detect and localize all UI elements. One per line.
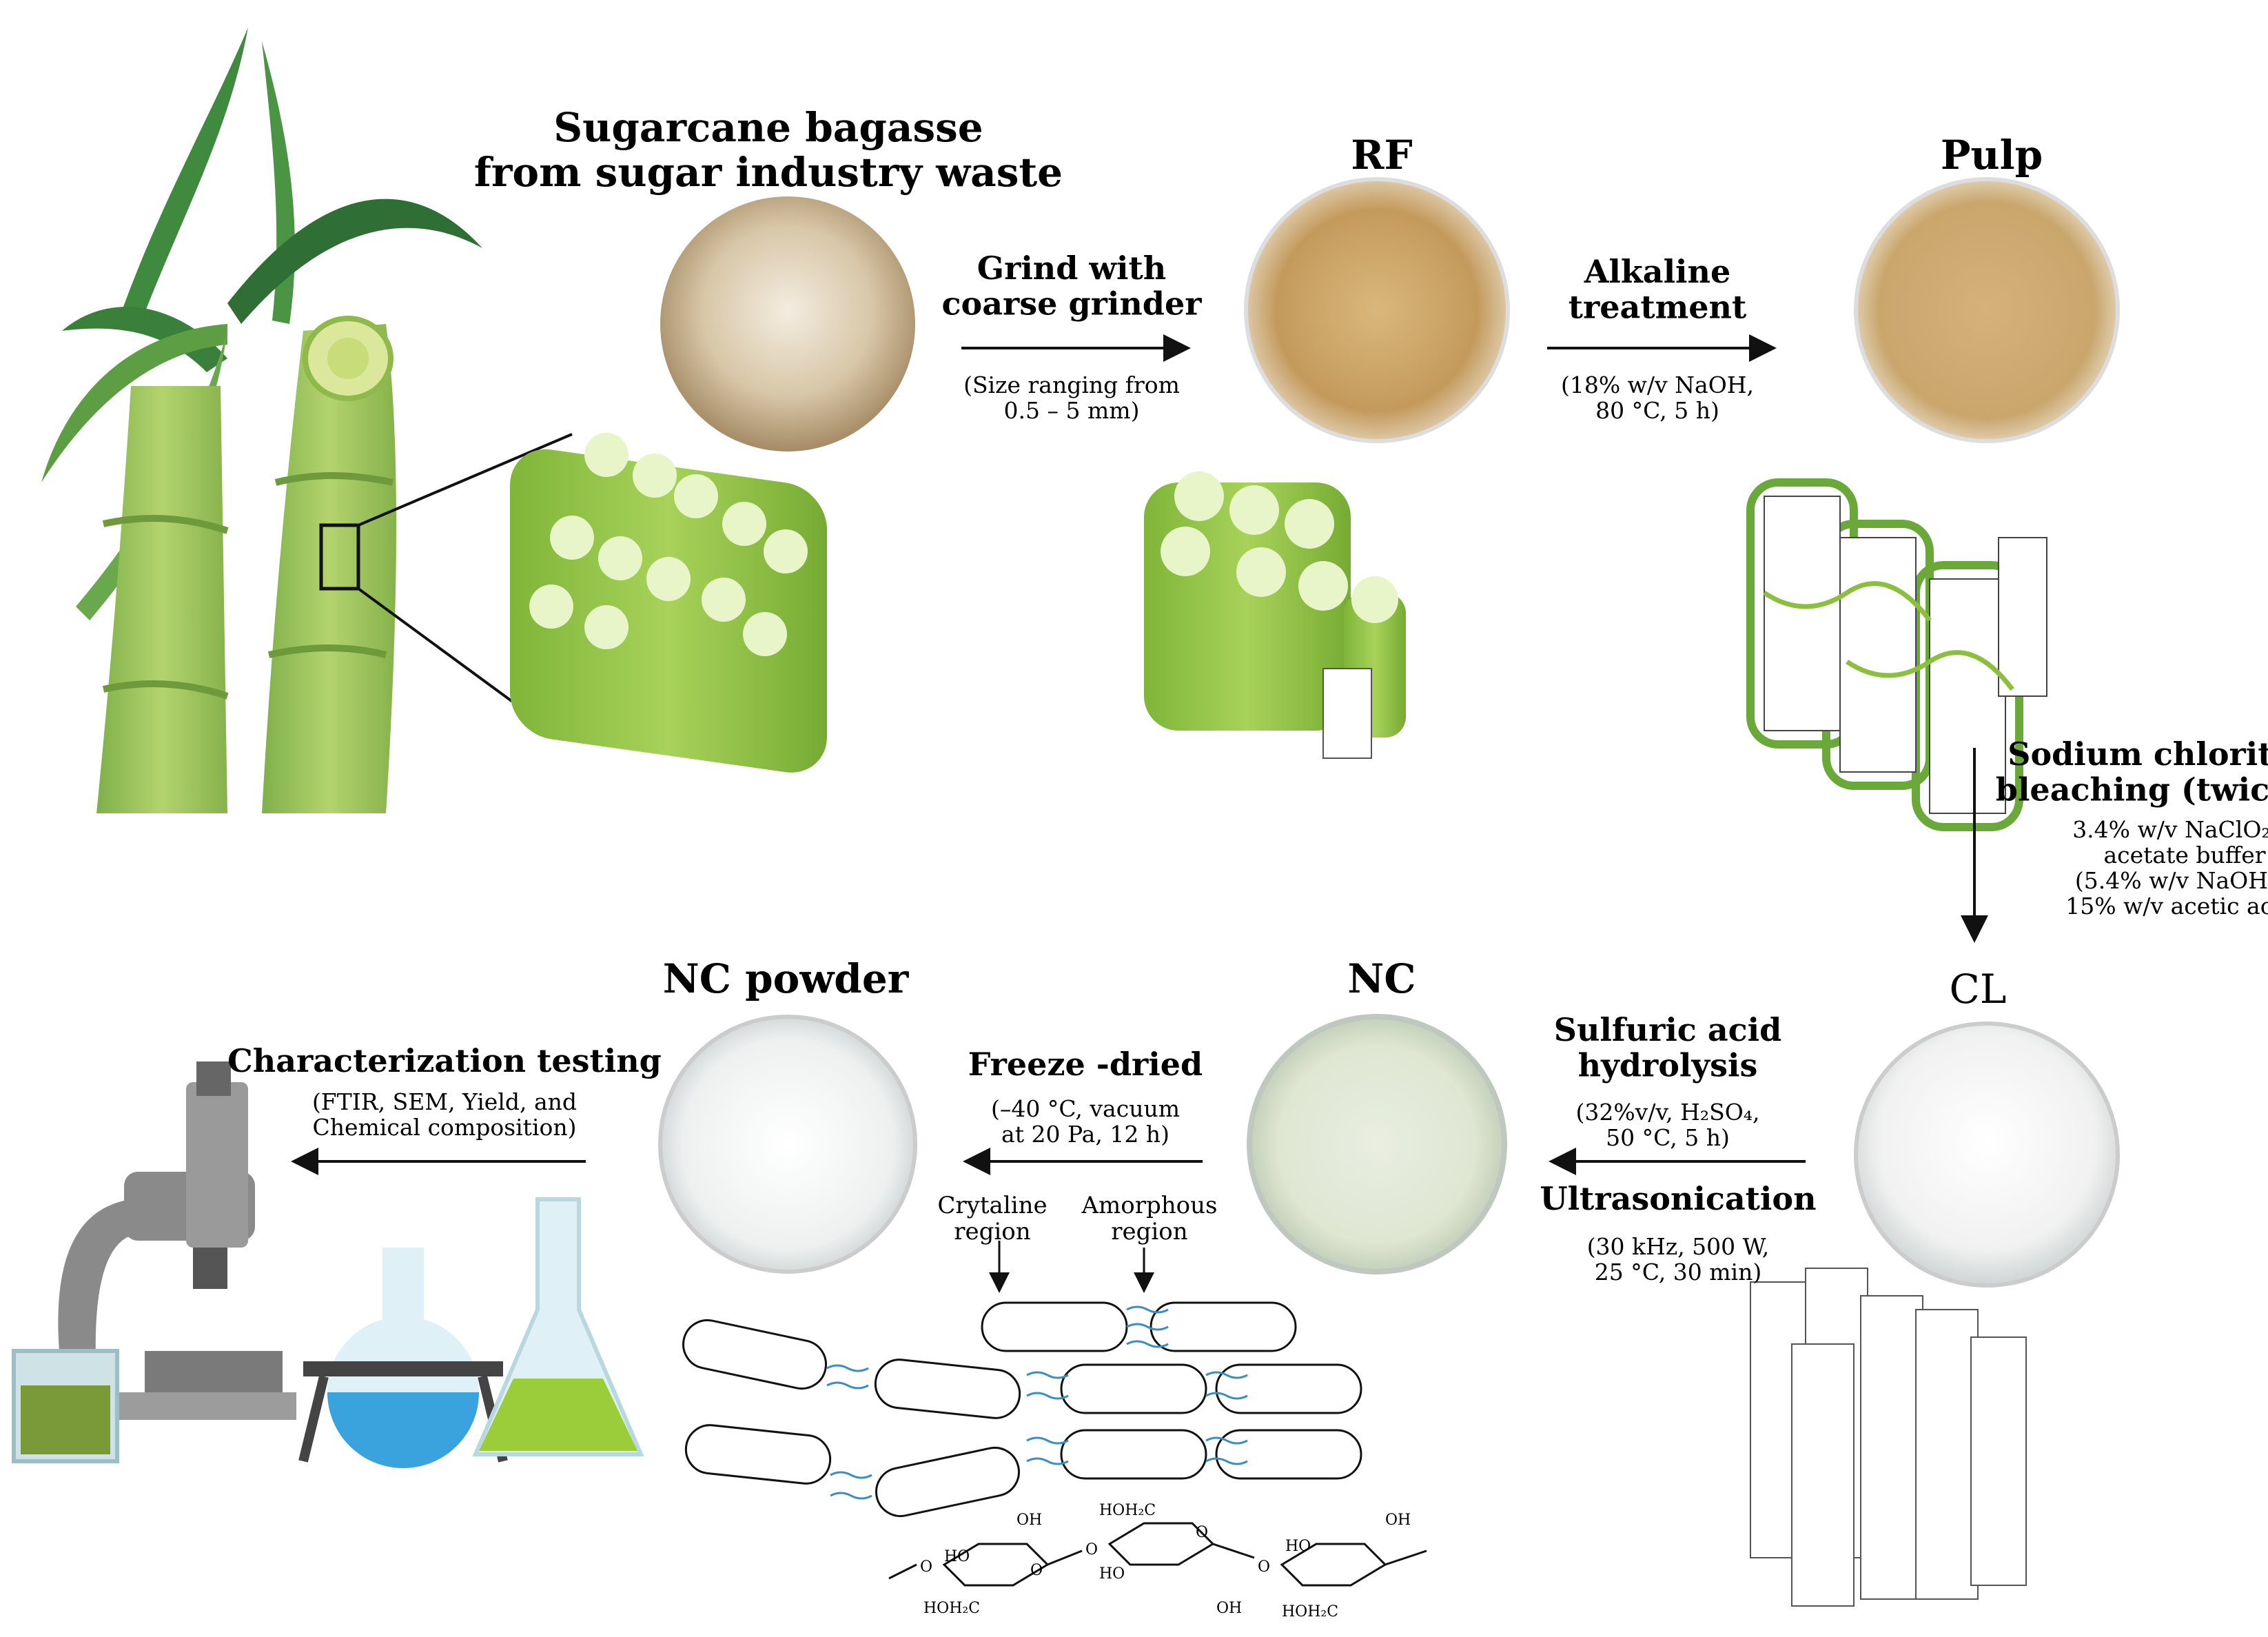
sugarcane-illustration bbox=[41, 28, 573, 813]
chem-hoh2c-top: HOH₂C bbox=[1099, 1502, 1156, 1519]
fiber-bundle-raw bbox=[510, 433, 827, 773]
chem-ho-3: HO bbox=[1285, 1538, 1311, 1555]
step-conditions-bleaching: 3.4% w/v NaClO₂ +acetate buffer(5.4% w/v… bbox=[2065, 816, 2268, 919]
nc-powder-photo bbox=[658, 1015, 917, 1274]
chem-o-3: O bbox=[1196, 1524, 1208, 1541]
step-title-characterization: Characterization testing bbox=[227, 1042, 662, 1079]
chem-oh-2: OH bbox=[1385, 1512, 1411, 1529]
chem-o-1: O bbox=[1030, 1562, 1043, 1579]
chem-o-4: O bbox=[1258, 1558, 1270, 1576]
stage-label-rf: RF bbox=[1351, 132, 1412, 179]
cl-photo bbox=[1854, 1021, 2120, 1288]
chem-hoh2c-b1: HOH₂C bbox=[923, 1600, 980, 1617]
rf-photo bbox=[1244, 177, 1510, 443]
pulp-photo bbox=[1854, 177, 2120, 443]
chem-ho-1: HO bbox=[944, 1548, 970, 1565]
step-conditions-alkaline: (18% w/v NaOH,80 °C, 5 h) bbox=[1561, 372, 1754, 424]
fiber-bundle-cl bbox=[1750, 1268, 2027, 1607]
lab-equipment-illustration bbox=[12, 1061, 644, 1468]
nc-photo bbox=[1247, 1014, 1507, 1274]
stage-label-pulp: Pulp bbox=[1941, 132, 2043, 179]
step-title-freeze-dried: Freeze -dried bbox=[968, 1046, 1203, 1083]
fiber-bundle-pulp bbox=[1746, 478, 2047, 831]
step-title-ultrasonication: Ultrasonication bbox=[1540, 1180, 1816, 1217]
step-conditions-ultrasonication: (30 kHz, 500 W,25 °C, 30 min) bbox=[1587, 1233, 1770, 1285]
chem-o-2: O bbox=[1085, 1541, 1098, 1558]
chem-ho-2: HO bbox=[1099, 1565, 1125, 1583]
chem-oh-1: OH bbox=[1016, 1512, 1042, 1529]
chem-o-end: O bbox=[920, 1558, 932, 1576]
stage-label-nc: NC bbox=[1347, 955, 1416, 1002]
stage-label-cl: CL bbox=[1950, 966, 2007, 1013]
fiber-bundle-rf bbox=[1144, 471, 1406, 759]
bagasse-photo bbox=[660, 196, 915, 451]
chem-oh-b: OH bbox=[1216, 1600, 1242, 1617]
stage-label-nc-powder: NC powder bbox=[663, 955, 910, 1002]
nanocrystal-schematic bbox=[682, 1241, 1362, 1518]
step-conditions-hydrolysis: (32%v/v, H₂SO₄,50 °C, 5 h) bbox=[1575, 1099, 1759, 1151]
cellulose-structure bbox=[888, 1522, 1427, 1587]
chem-hoh2c-b2: HOH₂C bbox=[1282, 1603, 1338, 1620]
